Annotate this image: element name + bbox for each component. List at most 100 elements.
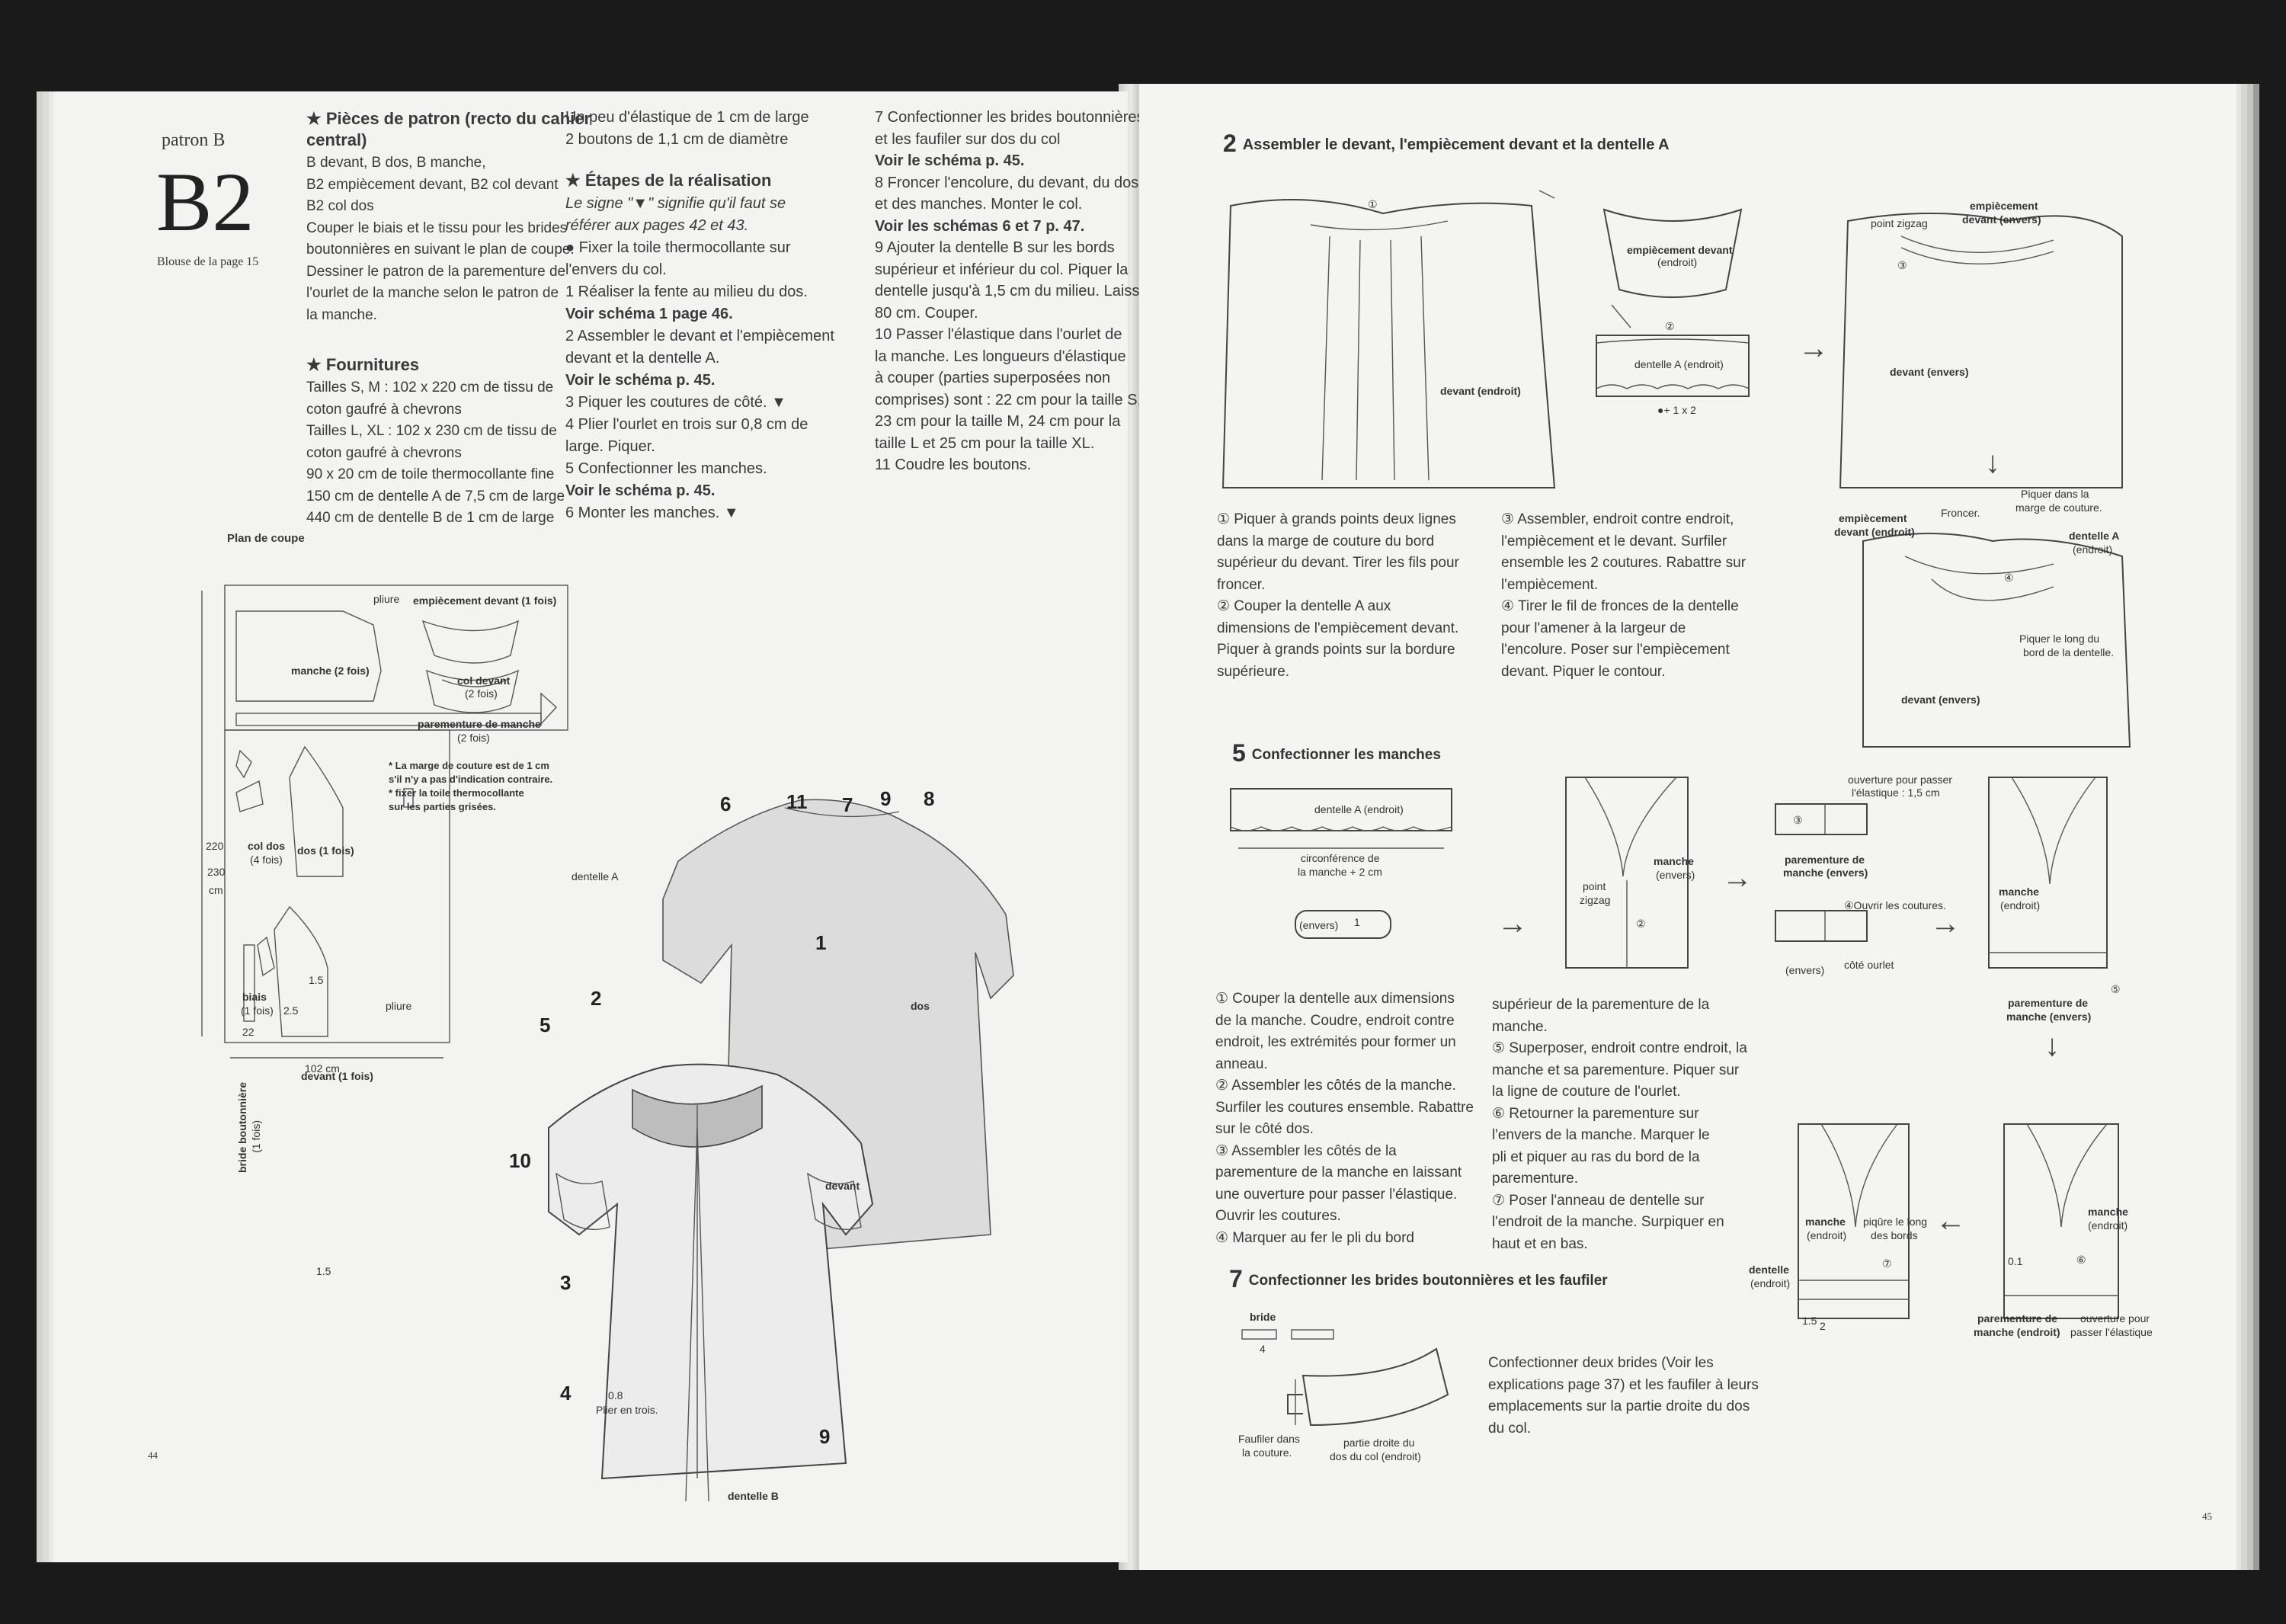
s5-circle-5: ⑤ xyxy=(2111,983,2121,995)
s2-label-dentelle-a: dentelle A (endroit) xyxy=(1634,358,1724,370)
step-2-text-line: ensemble les 2 coutures. Rabattre sur xyxy=(1501,555,1747,571)
s2-label-emp3: empiècement xyxy=(1839,512,1907,524)
pattern-subtitle: Blouse de la page 15 xyxy=(157,255,259,268)
pieces-line: Couper le biais et le tissu pour les bri… xyxy=(306,219,568,236)
blouse-label-devant: devant xyxy=(825,1180,860,1192)
etapes-line: 10 Passer l'élastique dans l'ourlet de xyxy=(875,326,1122,343)
pieces-line: Dessiner le patron de la parementure de xyxy=(306,263,566,280)
s5-label-parementure-4: parementure de xyxy=(1977,1312,2058,1325)
plan-note-line: * La marge de couture est de 1 cm xyxy=(389,760,549,771)
step-5-text-line: l'endroit de la manche. Surpiquer en xyxy=(1492,1214,1724,1230)
etapes-line: Voir le schéma p. 45. xyxy=(565,482,716,499)
plan-note: * La marge de couture est de 1 cm s'il n… xyxy=(389,759,552,814)
s2-label-devant-endroit: devant (endroit) xyxy=(1440,385,1521,397)
etapes-line: ● Fixer la toile thermocollante sur xyxy=(565,239,791,256)
etapes-line: la manche. Les longueurs d'élastique xyxy=(875,348,1126,365)
plan-note-line: sur les parties grisées. xyxy=(389,801,496,812)
plan-label-dos: dos (1 fois) xyxy=(297,844,354,857)
step-5-title: Confectionner les manches xyxy=(1251,747,1441,763)
s5-label-manche-endroit: manche xyxy=(1999,886,2039,898)
plan-dim-2-5: 2.5 xyxy=(283,1004,299,1017)
step-2-text-line: ③ Assembler, endroit contre endroit, xyxy=(1501,511,1734,527)
s5-label-parementure-3: parementure de xyxy=(2008,997,2089,1009)
s2-label-empiecement: empiècement devant xyxy=(1627,244,1733,256)
etapes-line: 3 Piquer les coutures de côté. ▼ xyxy=(565,394,786,411)
plan-dim-cm: cm xyxy=(209,884,223,896)
s5-label-circ-2: la manche + 2 cm xyxy=(1298,866,1382,878)
etapes-line: supérieur et inférieur du col. Piquer la xyxy=(875,261,1129,278)
etapes-line: Le signe "▼" signifie qu'il faut se xyxy=(565,195,786,212)
s2-label-devant-envers: devant (envers) xyxy=(1890,366,1969,378)
plan-label-pliure-2: pliure xyxy=(386,1000,412,1012)
s5-label-dentelle-endroit: (endroit) xyxy=(1750,1277,1791,1289)
step-2-text-line: ② Couper la dentelle A aux xyxy=(1217,598,1391,614)
callout-10: 10 xyxy=(509,1149,531,1172)
plan-label-pliure: pliure xyxy=(373,593,400,605)
s7-label-partie: partie droite du xyxy=(1343,1437,1415,1449)
s2-label-piquer: Piquer dans la xyxy=(2021,488,2089,500)
fournitures-line: 440 cm de dentelle B de 1 cm de large xyxy=(306,510,555,526)
arrow-down-1: ↓ xyxy=(1985,446,2000,479)
pieces-line: l'ourlet de la manche selon le patron de xyxy=(306,285,559,301)
s5-label-ouverture-3b: passer l'élastique xyxy=(2070,1326,2153,1338)
plan-title: Plan de coupe xyxy=(227,532,305,545)
etapes-line: 1 Réaliser la fente au milieu du dos. xyxy=(565,283,808,300)
step-5-text-line: Ouvrir les coutures. xyxy=(1215,1208,1341,1224)
callout-9b: 9 xyxy=(819,1425,831,1448)
s2-label-dentelle-a-2: dentelle A xyxy=(2069,530,2120,542)
s5-label-manche-6b: (endroit) xyxy=(2088,1219,2128,1232)
fournitures-line: 150 cm de dentelle A de 7,5 cm de large xyxy=(306,488,565,504)
s7-label-4: 4 xyxy=(1260,1343,1266,1355)
pattern-label: patron B xyxy=(162,130,226,150)
step-5-diagrams xyxy=(1230,777,2119,1319)
s2-circle-3: ③ xyxy=(1897,259,1907,271)
step-5-text-line: ⑦ Poser l'anneau de dentelle sur xyxy=(1492,1192,1705,1209)
page-number-right: 45 xyxy=(2202,1510,2212,1522)
s2-label-emp-envers-2: devant (envers) xyxy=(1962,213,2041,226)
etapes-line: devant et la dentelle A. xyxy=(565,350,720,367)
s7-label-bride: bride xyxy=(1250,1311,1276,1323)
arrow-right-4: → xyxy=(1930,907,1961,940)
s5-label-2: 2 xyxy=(1820,1320,1826,1332)
etapes-line: 4 Plier l'ourlet en trois sur 0,8 cm de xyxy=(565,416,808,433)
etapes-line: taille L et 25 cm pour la taille XL. xyxy=(875,434,1095,452)
step-2-text-line: l'empiècement et le devant. Surfiler xyxy=(1501,533,1727,549)
plan-label-col-dos-count: (4 fois) xyxy=(250,854,283,866)
blouse-label-dentelle-a: dentelle A xyxy=(572,870,619,882)
step-7-diagram xyxy=(1241,1329,1449,1427)
s5-circle-3: ③ xyxy=(1793,814,1803,826)
step-5-text-line: pli et piquer au ras du bord de la xyxy=(1492,1148,1700,1165)
fournitures-line: Tailles S, M : 102 x 220 cm de tissu de xyxy=(306,380,554,396)
etapes-line: 5 Confectionner les manches. xyxy=(565,460,767,477)
s5-label-zigzag: zigzag xyxy=(1580,894,1611,906)
step-2-text-line: dimensions de l'empiècement devant. xyxy=(1217,620,1459,636)
fournitures-continued: Un peu d'élastique de 1 cm de large 2 bo… xyxy=(565,107,809,151)
s5-label-point: point xyxy=(1583,880,1606,892)
step-2-text-line: devant. Piquer le contour. xyxy=(1501,663,1666,680)
s5-circle-7: ⑦ xyxy=(1882,1257,1892,1270)
s5-label-manche-7b: (endroit) xyxy=(1807,1229,1847,1241)
pieces-title: ★ Pièces de patron (recto du cahier cent… xyxy=(306,109,591,149)
s2-label-empiecement-endroit: (endroit) xyxy=(1657,256,1698,268)
step-5-number: 5 xyxy=(1232,739,1246,767)
step-5-text-line: la ligne de couture de l'ourlet. xyxy=(1492,1084,1681,1100)
callout-6: 6 xyxy=(720,793,732,815)
fournitures-title: ★ Fournitures xyxy=(306,355,420,374)
step-5-text-line: parementure de la manche en laissant xyxy=(1215,1164,1462,1180)
pieces-list: B devant, B dos, B manche, B2 empiècemen… xyxy=(306,152,575,326)
step-5-heading: 5 Confectionner les manches xyxy=(1232,741,1441,765)
plan-label-col-dos: col dos xyxy=(248,840,286,852)
blouse-label-dos: dos xyxy=(911,1000,930,1012)
s5-label-manche-6: manche xyxy=(2088,1206,2128,1218)
blouse-label-plier: Plier en trois. xyxy=(596,1404,658,1416)
s2-label-froncer: Froncer. xyxy=(1941,507,1980,519)
etapes-line: référer aux pages 42 et 43. xyxy=(565,217,749,234)
plan-dim-22: 22 xyxy=(242,1026,255,1038)
step-5-text-line: supérieur de la parementure de la xyxy=(1492,997,1710,1013)
plan-dim-102: 102 cm xyxy=(305,1062,340,1075)
s5-label-ouverture-3: ouverture pour xyxy=(2080,1312,2150,1325)
step-7-text-line: du col. xyxy=(1488,1420,1531,1437)
etapes-line: dentelle jusqu'à 1,5 cm du milieu. Laiss… xyxy=(875,283,1154,299)
etapes-line: Voir le schéma p. 45. xyxy=(875,152,1025,169)
